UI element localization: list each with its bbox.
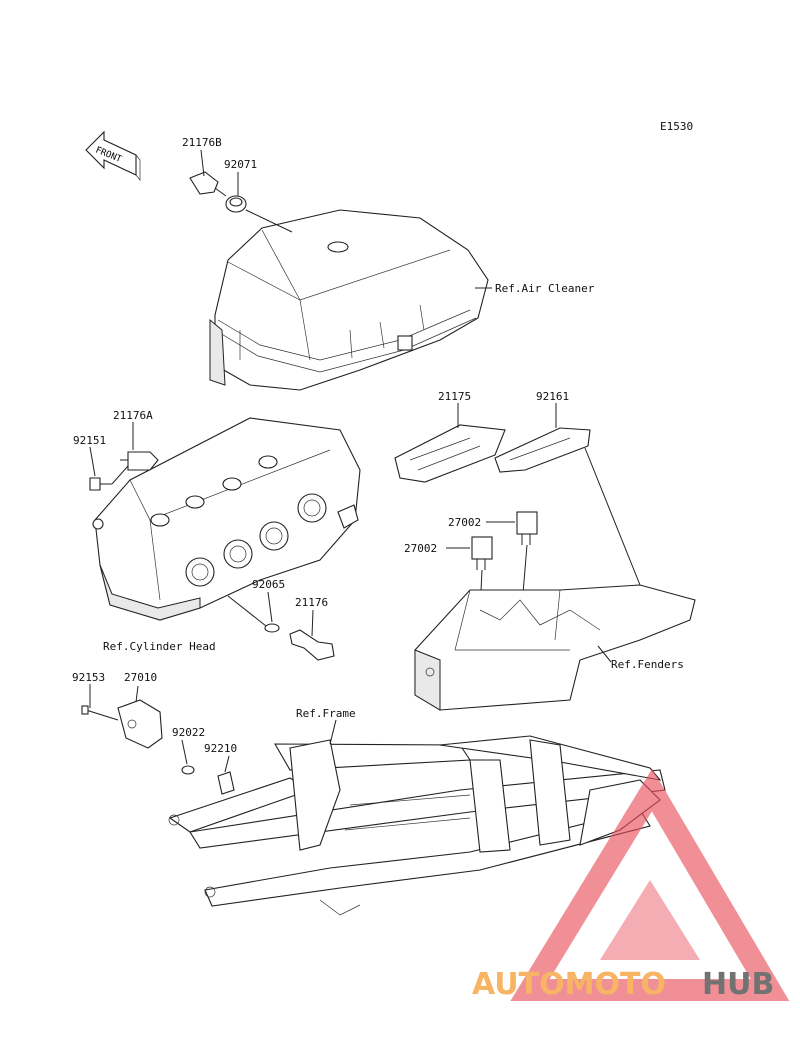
bolt-92153 — [81, 705, 119, 721]
sensor-21176a — [120, 451, 159, 471]
fender-tray — [414, 584, 696, 711]
part-label-92071: 92071 — [224, 158, 257, 171]
part-label-92151: 92151 — [73, 434, 106, 447]
switch-27010 — [117, 699, 163, 749]
cylinder-head — [92, 417, 361, 621]
front-arrow-icon: FRONT — [85, 130, 141, 181]
ref-frame: Ref.Frame — [296, 707, 356, 720]
air-cleaner-cover — [209, 209, 489, 391]
watermark-logo: AUTOMOTO HUB — [472, 768, 790, 1002]
washer-92022 — [181, 765, 195, 775]
pad-92161 — [494, 427, 591, 473]
part-label-27002-lower: 27002 — [404, 542, 437, 555]
grommet-92071 — [225, 195, 247, 213]
watermark-text-auto-moto: AUTOMOTO — [472, 967, 666, 1002]
part-label-27002-upper: 27002 — [448, 516, 481, 529]
part-label-21175: 21175 — [438, 390, 471, 403]
sensor-21176 — [289, 629, 335, 661]
part-label-21176a: 21176A — [113, 409, 153, 422]
part-label-21176: 21176 — [295, 596, 328, 609]
part-label-92210: 92210 — [204, 742, 237, 755]
relay-27002-lower — [471, 536, 493, 570]
subframe — [168, 735, 666, 916]
watermark-text-hub: HUB — [702, 967, 774, 1002]
part-label-92153: 92153 — [72, 671, 105, 684]
part-label-27010: 27010 — [124, 671, 157, 684]
part-label-92161: 92161 — [536, 390, 569, 403]
ref-fenders: Ref.Fenders — [611, 658, 684, 671]
collar-92210 — [217, 771, 235, 795]
pad-21175 — [394, 424, 506, 483]
part-label-92022: 92022 — [172, 726, 205, 739]
washer-92065 — [264, 623, 280, 633]
ref-air-cleaner: Ref.Air Cleaner — [495, 282, 595, 295]
part-label-21176b: 21176B — [182, 136, 222, 149]
sensor-21176b — [189, 171, 227, 197]
relay-27002-upper — [516, 511, 538, 545]
part-label-92065: 92065 — [252, 578, 285, 591]
bolt-92151 — [89, 477, 112, 491]
ref-cylinder-head: Ref.Cylinder Head — [103, 640, 216, 653]
diagram-code: E1530 — [660, 120, 693, 133]
